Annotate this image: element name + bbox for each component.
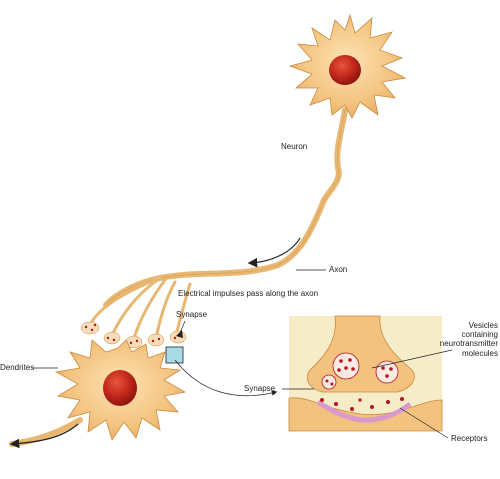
impulses-label: Electrical impulses pass along the axon (178, 289, 319, 298)
terminal-vesicle-dots (84, 323, 183, 345)
vesicles-label-line2: containing (461, 330, 498, 340)
synapse-top-label: Synapse (176, 310, 208, 319)
neurotransmitter-dots (320, 358, 404, 411)
axon-label: Axon (329, 265, 348, 274)
synapse-marker-box (165, 346, 184, 364)
dendrites-label: Dendrites (0, 363, 35, 372)
vesicle-right (375, 360, 399, 384)
top-neuron (103, 13, 407, 308)
receptors-label: Receptors (451, 434, 488, 443)
lower-nucleus (103, 370, 137, 406)
receptor-band (316, 399, 412, 423)
vesicle-small (321, 374, 337, 390)
vesicles-label-line4: molecules (461, 348, 498, 358)
postsynaptic-membrane (288, 397, 443, 432)
terminal-knobs (80, 321, 187, 349)
vesicle-left (332, 352, 360, 380)
vesicles-label-line3: neurotransmitter (439, 339, 498, 349)
lower-neuron (9, 339, 187, 447)
lower-axon-tail (9, 417, 83, 447)
axon-terminals (88, 276, 192, 340)
axon (103, 107, 348, 308)
vesicles-label-line1: Vesicles (468, 321, 498, 330)
synapse-inset (288, 315, 443, 432)
vesicles-label: Vesicles containing neurotransmitter mol… (422, 321, 498, 358)
neuron-label: Neuron (281, 142, 308, 151)
synapse-pointer-head (176, 330, 183, 338)
top-nucleus (329, 55, 361, 85)
synapse-inset-label: Synapse (244, 384, 276, 393)
